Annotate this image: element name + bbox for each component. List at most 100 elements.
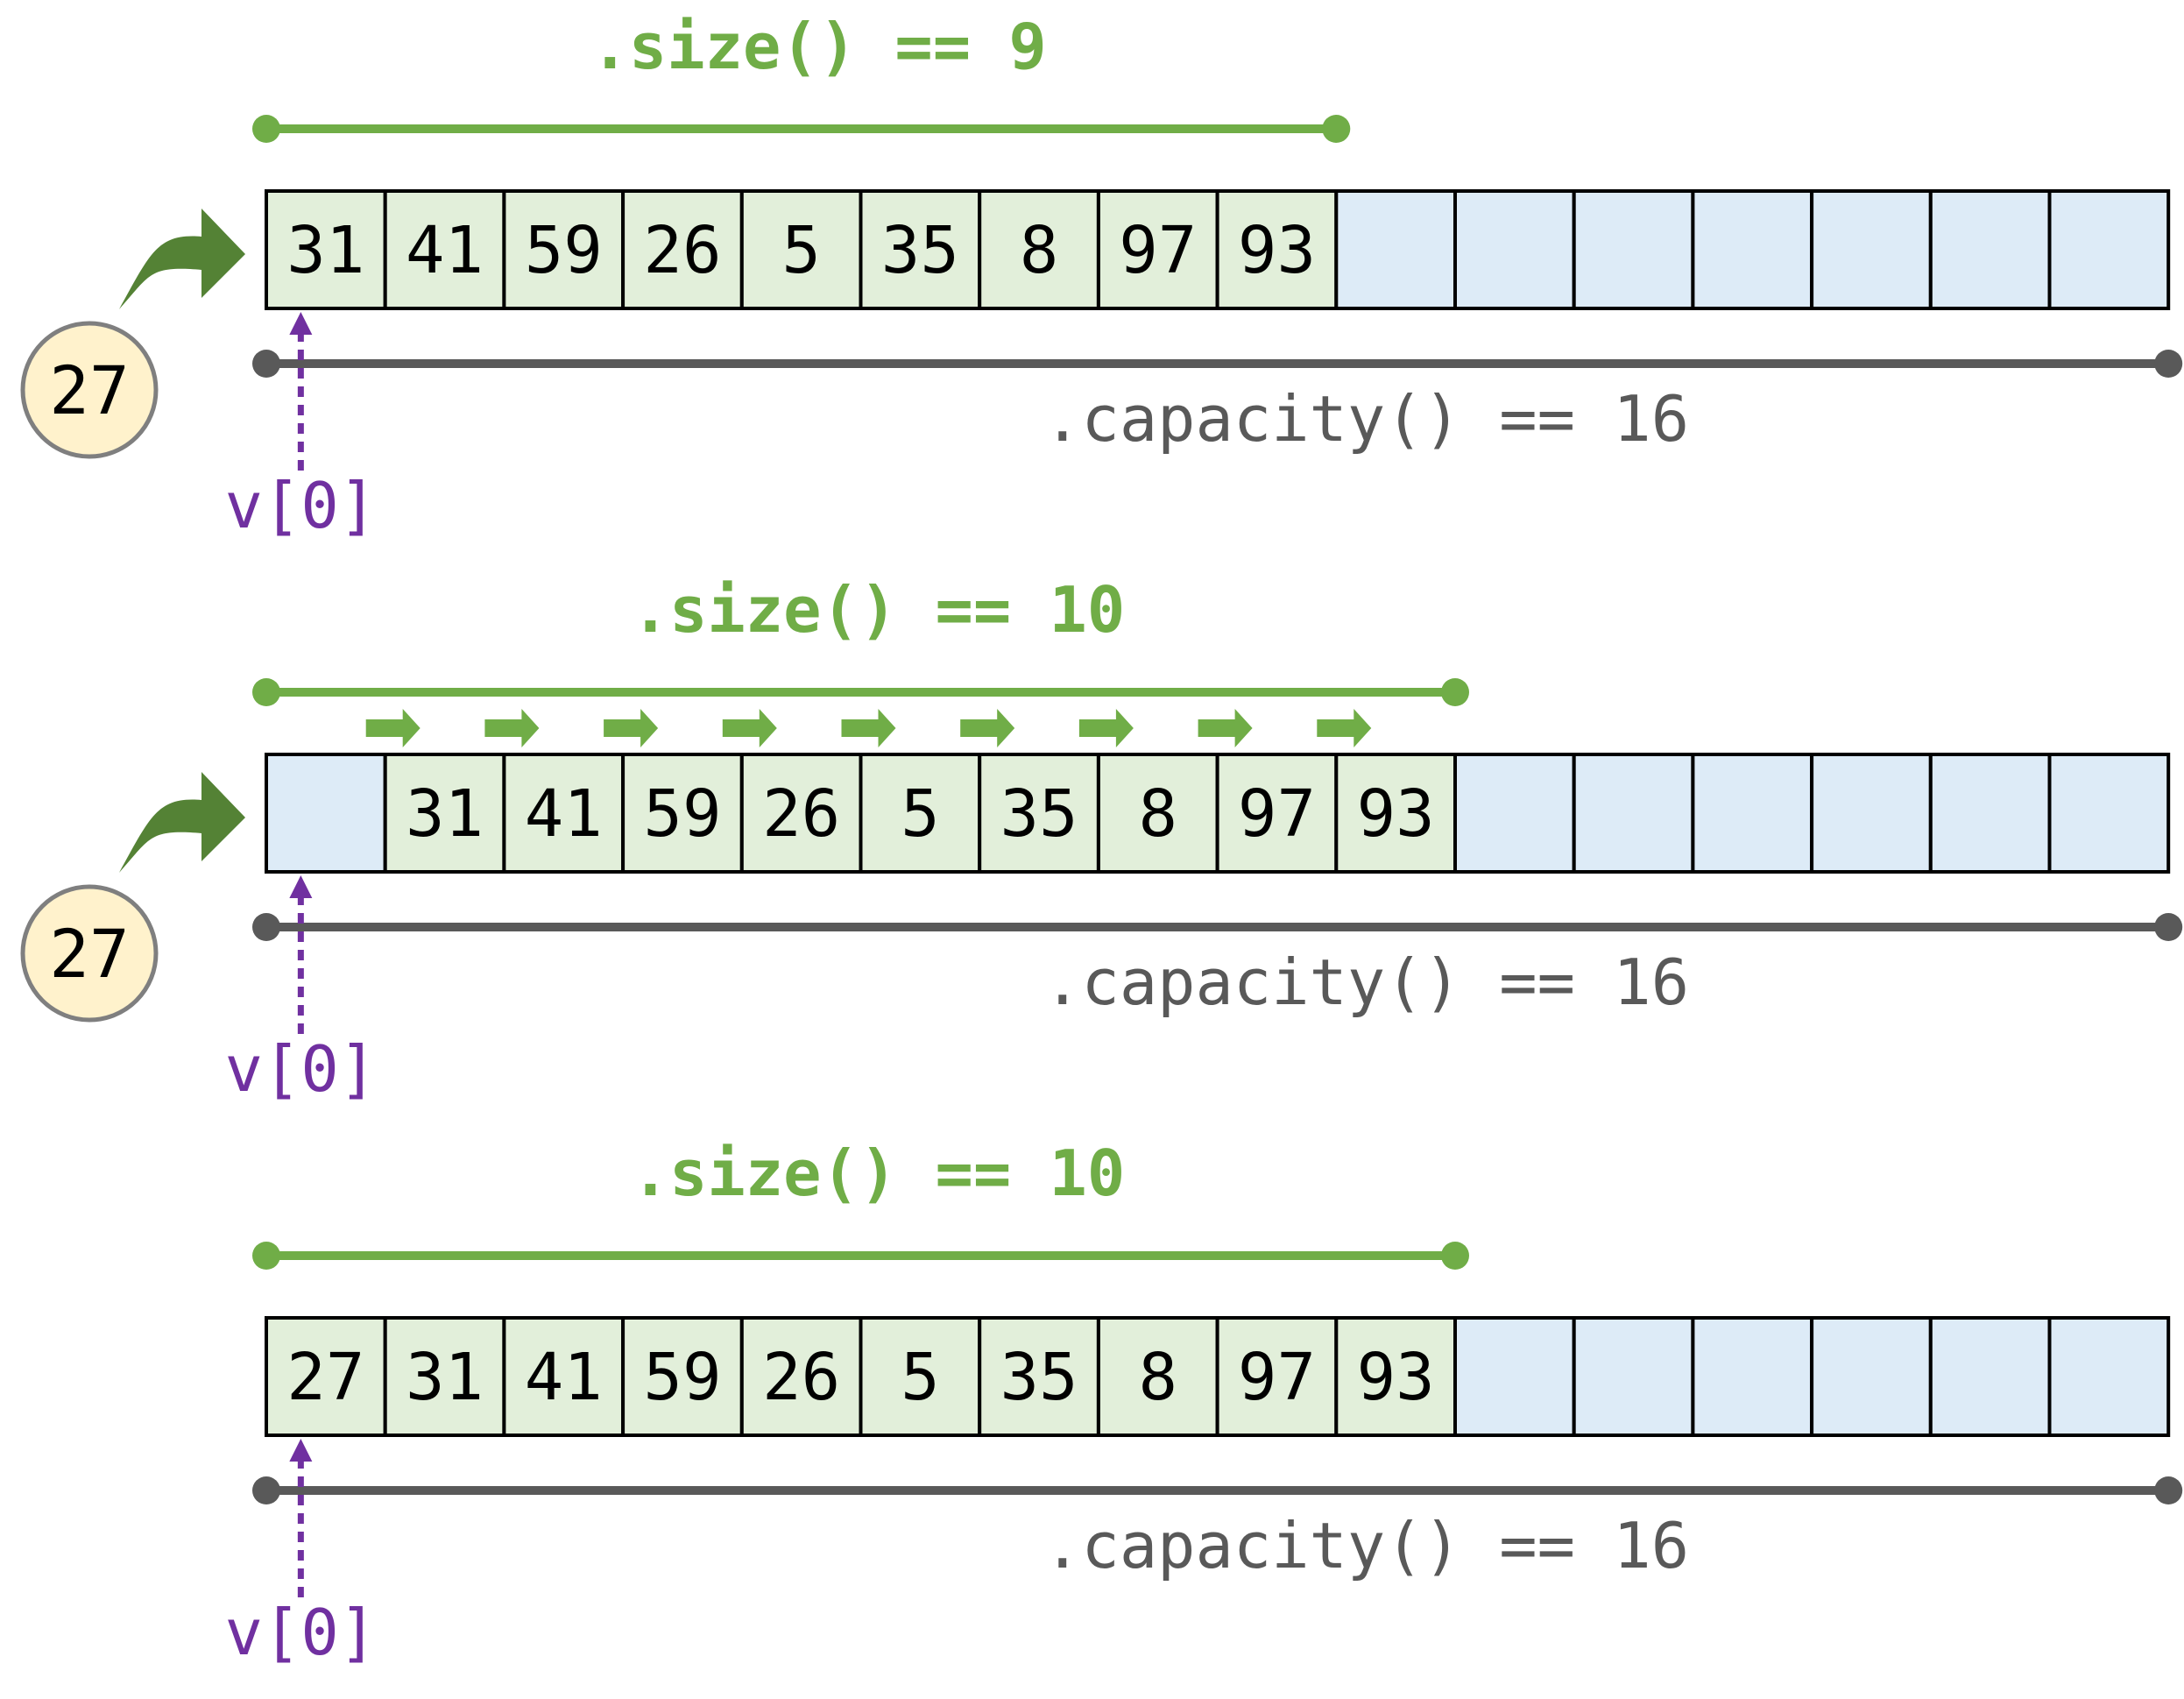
incoming-value: 27 — [49, 351, 130, 429]
pointer-arrowhead-icon — [289, 1439, 313, 1462]
size-line-end-dot — [1322, 115, 1351, 143]
capacity-label: .capacity() == 16 — [1043, 1509, 1689, 1582]
filled-cell-box — [1215, 1316, 1339, 1437]
empty-cell-box — [265, 753, 387, 874]
cell-value: 5 — [901, 1340, 940, 1415]
incoming-value: 27 — [49, 915, 130, 993]
filled-cell-box — [1215, 753, 1339, 874]
array-cell: 8 — [1096, 753, 1219, 874]
shift-right-arrow-icon — [484, 709, 540, 747]
size-bracket-line — [252, 1242, 1469, 1270]
array-cell — [1572, 753, 1695, 874]
array-cell — [1453, 1316, 1576, 1437]
curved-insert-arrow-icon — [119, 772, 245, 873]
array-cell: 26 — [739, 1316, 863, 1437]
array-cell: 97 — [1215, 753, 1339, 874]
array-cell — [1691, 753, 1814, 874]
array-cell: 59 — [621, 753, 744, 874]
capacity-line-end-dot — [2154, 913, 2183, 941]
empty-cell-box — [1334, 189, 1458, 310]
empty-cell-box — [2047, 753, 2171, 874]
empty-cell-box — [1453, 189, 1576, 310]
cell-value: 5 — [901, 776, 940, 852]
index-pointer — [289, 875, 313, 1042]
empty-cell-box — [1810, 1316, 1933, 1437]
capacity-line-end-dot — [2154, 350, 2183, 378]
index-label: v[0] — [225, 469, 377, 542]
curved-insert-arrow-icon — [119, 209, 245, 309]
empty-cell-box — [1810, 189, 1933, 310]
cell-value: 59 — [525, 213, 603, 288]
empty-cell-box — [1691, 753, 1814, 874]
capacity-line-end-dot — [2154, 1476, 2183, 1504]
filled-cell-box — [978, 753, 1100, 874]
size-bracket-line — [252, 115, 1351, 143]
array-cell — [1810, 1316, 1933, 1437]
filled-cell-box — [1215, 189, 1339, 310]
empty-cell-box — [1928, 753, 2052, 874]
cell-value: 31 — [286, 213, 364, 288]
shift-right-arrow-icon — [1078, 709, 1134, 747]
array-cell — [265, 753, 387, 874]
cell-value: 31 — [406, 776, 484, 852]
empty-cell-box — [2047, 1316, 2171, 1437]
cell-value: 35 — [1000, 776, 1078, 852]
empty-cell-box — [1572, 753, 1695, 874]
array-cell — [1334, 189, 1458, 310]
filled-cell-box — [621, 753, 744, 874]
filled-cell-box — [502, 189, 626, 310]
filled-cell-box — [1334, 1316, 1458, 1437]
pointer-arrowhead-icon — [289, 875, 313, 898]
filled-cell-box — [502, 1316, 626, 1437]
array-cell: 5 — [859, 753, 982, 874]
filled-cell-box — [1096, 753, 1219, 874]
empty-cell-box — [1453, 753, 1576, 874]
size-line-start-dot — [252, 1242, 280, 1270]
capacity-label: .capacity() == 16 — [1043, 382, 1689, 456]
capacity-bracket-line — [252, 350, 2183, 378]
capacity-line-start-dot — [252, 350, 280, 378]
pointer-arrowhead-icon — [289, 312, 313, 335]
array-cell: 35 — [978, 1316, 1100, 1437]
cell-value: 26 — [643, 213, 721, 288]
cell-value: 26 — [762, 1340, 840, 1415]
array-cell: 27 — [265, 1316, 387, 1437]
capacity-bracket-line — [252, 913, 2183, 941]
empty-cell-box — [1691, 189, 1814, 310]
filled-cell-box — [739, 1316, 863, 1437]
capacity-label: .capacity() == 16 — [1043, 945, 1689, 1019]
array-cell: 8 — [1096, 1316, 1219, 1437]
cell-value: 93 — [1357, 1340, 1435, 1415]
cell-value: 41 — [525, 776, 603, 852]
index-pointer — [289, 1439, 313, 1605]
cell-value: 35 — [881, 213, 959, 288]
size-line-start-dot — [252, 678, 280, 706]
shift-right-arrow-icon — [365, 709, 421, 747]
array-cell — [1691, 189, 1814, 310]
array-cell: 26 — [621, 189, 744, 310]
filled-cell-box — [859, 1316, 982, 1437]
empty-cell-box — [1928, 189, 2052, 310]
array-cell: 93 — [1334, 1316, 1458, 1437]
array-cell: 59 — [621, 1316, 744, 1437]
array-cell — [1928, 189, 2052, 310]
size-label: .size() == 10 — [632, 1136, 1126, 1210]
filled-cell-box — [265, 1316, 387, 1437]
cell-value: 8 — [1138, 776, 1177, 852]
cell-value: 8 — [1138, 1340, 1177, 1415]
array-cell — [1928, 753, 2052, 874]
filled-cell-box — [1334, 753, 1458, 874]
cell-value: 31 — [406, 1340, 484, 1415]
empty-cell-box — [1572, 189, 1695, 310]
array-cell — [1810, 753, 1933, 874]
size-line-start-dot — [252, 115, 280, 143]
empty-cell-box — [1691, 1316, 1814, 1437]
capacity-line-start-dot — [252, 1476, 280, 1504]
cell-value: 97 — [1238, 1340, 1316, 1415]
cell-value: 93 — [1238, 213, 1316, 288]
cell-value: 97 — [1119, 213, 1197, 288]
empty-cell-box — [1928, 1316, 2052, 1437]
